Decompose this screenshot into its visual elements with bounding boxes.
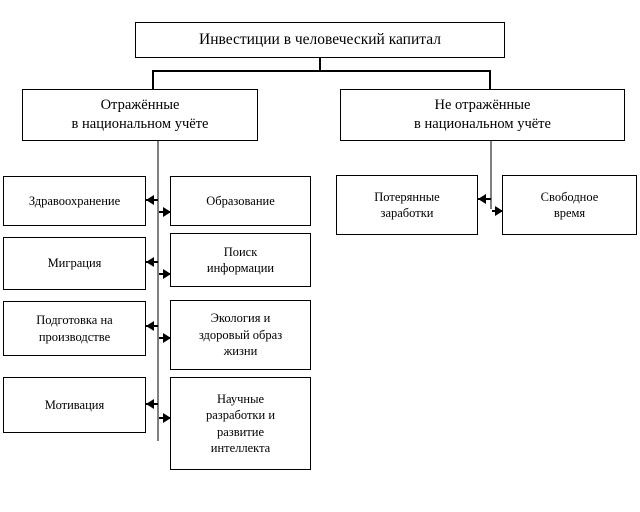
connector-top-bus [152, 70, 491, 72]
node-branch-reflected-label: Отражённые в национальном учёте [71, 96, 209, 132]
node-research-intellect-development-label: Научные разработки и развитие интеллекта [205, 391, 276, 456]
connector-root-stem [319, 58, 321, 71]
spine-reflected [157, 141, 160, 441]
arrowhead-right-0 [478, 194, 486, 204]
node-branch-not-reflected-label: Не отражённые в национальном учёте [414, 96, 551, 132]
node-healthcare-label: Здравоохранение [28, 193, 121, 208]
connector-drop-right [489, 70, 491, 90]
node-free-time[interactable]: Свободное время [502, 175, 637, 235]
node-research-intellect-development[interactable]: Научные разработки и развитие интеллекта [170, 377, 311, 470]
spine-not-reflected [490, 141, 493, 209]
arrowhead-mid-0 [163, 207, 171, 217]
node-free-time-label: Свободное время [540, 189, 599, 221]
node-ecology-healthy-lifestyle[interactable]: Экология и здоровый образ жизни [170, 300, 311, 370]
node-information-search-label: Поиск информации [206, 244, 275, 276]
node-motivation-label: Мотивация [44, 397, 105, 412]
node-on-the-job-training[interactable]: Подготовка на производстве [3, 301, 146, 356]
arrowhead-left-2 [146, 321, 154, 331]
node-root[interactable]: Инвестиции в человеческий капитал [135, 22, 505, 58]
connector-drop-left [152, 70, 154, 90]
node-lost-earnings[interactable]: Потерянные заработки [336, 175, 478, 235]
node-education-label: Образование [206, 193, 275, 208]
arrowhead-left-3 [146, 399, 154, 409]
node-motivation[interactable]: Мотивация [3, 377, 146, 433]
node-healthcare[interactable]: Здравоохранение [3, 176, 146, 226]
arrowhead-mid-3 [163, 413, 171, 423]
node-information-search[interactable]: Поиск информации [170, 233, 311, 287]
node-root-label: Инвестиции в человеческий капитал [199, 30, 441, 48]
arrowhead-left-0 [146, 195, 154, 205]
node-branch-not-reflected[interactable]: Не отражённые в национальном учёте [340, 89, 625, 141]
arrowhead-right-1 [495, 206, 503, 216]
arrowhead-left-1 [146, 257, 154, 267]
node-lost-earnings-label: Потерянные заработки [374, 189, 440, 221]
arrowhead-mid-1 [163, 269, 171, 279]
node-migration[interactable]: Миграция [3, 237, 146, 290]
node-on-the-job-training-label: Подготовка на производстве [36, 313, 113, 344]
node-branch-reflected[interactable]: Отражённые в национальном учёте [22, 89, 258, 141]
node-education[interactable]: Образование [170, 176, 311, 226]
node-migration-label: Миграция [47, 256, 102, 271]
node-ecology-healthy-lifestyle-label: Экология и здоровый образ жизни [198, 311, 283, 359]
arrowhead-mid-2 [163, 333, 171, 343]
